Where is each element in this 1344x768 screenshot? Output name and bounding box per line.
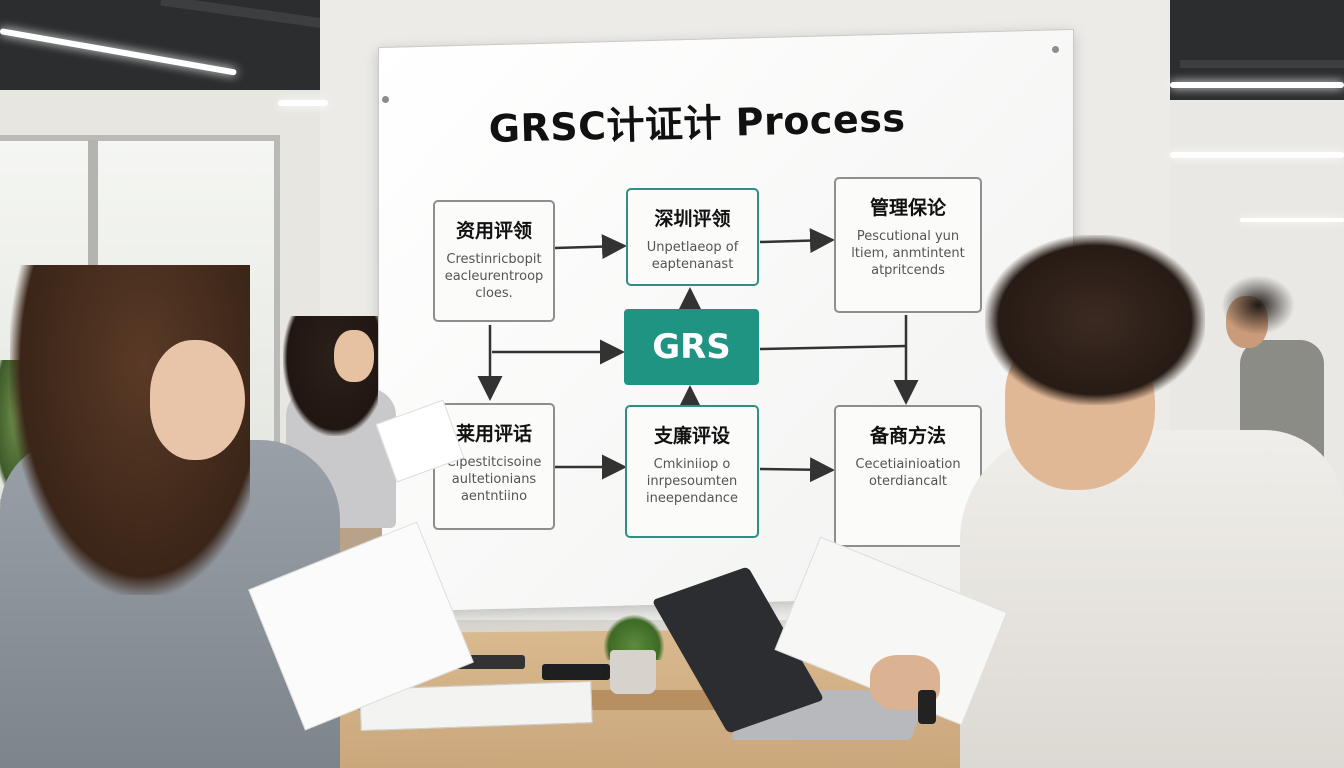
process-step-box: 深圳评领 Unpetlaeop of eaptenanast — [626, 188, 759, 286]
process-step-text: Unpetlaeop of eaptenanast — [646, 240, 739, 272]
process-step-title: 莱用评话 — [455, 423, 532, 445]
arrow — [759, 457, 835, 483]
process-step-text: Cecetiainioation oterdiancalt — [855, 457, 961, 489]
arrow — [554, 234, 627, 260]
presenter-face — [334, 330, 374, 382]
device — [542, 664, 610, 680]
process-step-title: 深圳评领 — [654, 208, 731, 230]
process-step-box: 管理保论 Pescutional yun ltiem, anmtintent a… — [834, 177, 982, 313]
man-hair — [985, 235, 1205, 405]
process-step-box: 资用评领 Crestinricbopit eacleurentroop cloe… — [433, 200, 555, 322]
ceiling-beam — [1180, 60, 1344, 68]
process-step-text: Cipestitcisoine aultetionians aentntiino — [446, 455, 542, 504]
process-step-title: 资用评领 — [455, 220, 532, 242]
process-step-box: 支廉评设 Cmkiniiop o inrpesoumten ineependan… — [625, 405, 759, 538]
connector — [759, 344, 907, 351]
ceiling-light — [1170, 152, 1344, 158]
process-step-title: 管理保论 — [869, 197, 946, 219]
process-step-text: Pescutional yun ltiem, anmtintent atprit… — [851, 229, 965, 278]
arrow — [759, 228, 835, 254]
board-bolt — [382, 96, 389, 103]
wristwatch — [918, 690, 936, 724]
ceiling-light — [1240, 218, 1344, 222]
process-step-box: 备商方法 Cecetiainioation oterdiancalt — [834, 405, 982, 547]
ceiling-light — [1170, 82, 1344, 88]
plant-pot — [610, 650, 656, 694]
process-step-text: Crestinricbopit eacleurentroop cloes. — [444, 252, 544, 301]
process-step-box: 莱用评话 Cipestitcisoine aultetionians aentn… — [433, 403, 555, 530]
grs-center-node: GRS — [624, 309, 759, 385]
woman-face — [150, 340, 245, 460]
background-person-hair — [1222, 276, 1294, 334]
ceiling-light — [278, 100, 328, 106]
process-step-title: 备商方法 — [869, 425, 946, 447]
process-step-title: 支廉评设 — [653, 425, 730, 447]
board-bolt — [1052, 46, 1059, 53]
man-body — [960, 430, 1344, 768]
process-step-text: Cmkiniiop o inrpesoumten ineependance — [646, 457, 738, 506]
